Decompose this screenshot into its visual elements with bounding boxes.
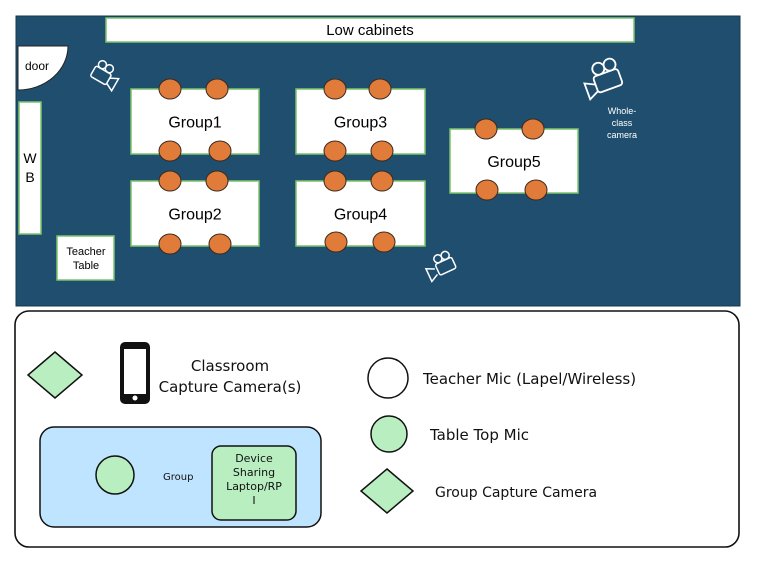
seat xyxy=(372,231,396,253)
door xyxy=(17,45,69,91)
teacher-mic-symbol xyxy=(367,357,409,399)
door-label: door xyxy=(25,59,49,73)
camera-icon xyxy=(424,250,457,283)
seat xyxy=(205,170,229,192)
seat xyxy=(158,233,182,255)
seat xyxy=(158,170,182,192)
seat xyxy=(370,140,394,162)
group-table xyxy=(130,180,260,247)
table-top-mic-symbol xyxy=(370,415,408,453)
seat xyxy=(370,170,394,192)
classroom-floor xyxy=(15,15,741,307)
seat xyxy=(323,140,347,162)
seat xyxy=(323,170,347,192)
teacher-mic-label: Teacher Mic (Lapel/Wireless) xyxy=(422,370,636,388)
device-sharing-box xyxy=(211,445,297,521)
group-capture-camera-label: Group Capture Camera xyxy=(435,485,597,501)
seat xyxy=(208,140,232,162)
seats xyxy=(158,78,548,255)
seat xyxy=(474,118,498,140)
group-table-label: Group5 xyxy=(487,154,540,171)
group-table-label: Group2 xyxy=(168,207,221,224)
whole-class-camera-icon xyxy=(583,57,624,102)
group-table xyxy=(449,128,579,194)
group-capture-camera-symbol xyxy=(359,468,415,514)
table-top-mic-label: Table Top Mic xyxy=(429,426,529,444)
seat xyxy=(158,78,182,100)
group-table xyxy=(295,180,426,247)
camera-icon xyxy=(90,59,120,93)
seat xyxy=(158,140,182,162)
seat xyxy=(521,118,545,140)
group-table-mic-symbol xyxy=(95,455,135,495)
phone-icon xyxy=(120,342,150,404)
seat xyxy=(324,231,348,253)
group-legend-label: Group xyxy=(163,472,193,483)
group-table-label: Group4 xyxy=(334,207,387,224)
classroom-capture-diamond xyxy=(26,351,84,399)
low-cabinets-label: Low cabinets xyxy=(326,22,414,39)
seat xyxy=(524,179,548,201)
group-table-label: Group3 xyxy=(334,115,387,132)
seat xyxy=(205,78,229,100)
low-cabinets xyxy=(105,17,635,43)
seat xyxy=(368,78,392,100)
group-table xyxy=(295,88,426,155)
group-table-label: Group1 xyxy=(168,115,221,132)
seat xyxy=(475,179,499,201)
teacher-table xyxy=(56,235,115,281)
seat xyxy=(208,233,232,255)
whiteboard xyxy=(18,101,42,235)
seat xyxy=(323,78,347,100)
group-table xyxy=(130,88,260,155)
